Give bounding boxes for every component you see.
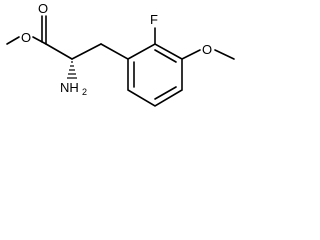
bond-ether-o-methyl [214,49,235,60]
bond-carbonyl-alpha [45,43,73,60]
benzene-ring [127,43,183,107]
bond-ester-o-carbonyl [32,36,47,45]
stereo-hashed-wedge [67,61,77,79]
ester-oxygen-label: O [21,30,31,45]
bond-methyl-ester-o [6,36,20,45]
ether-oxygen-label: O [202,42,212,57]
ring-double-bond-1 [154,49,177,63]
fluorine-label: F [150,12,158,27]
chemical-structure-diagram: F O O O NH 2 [6,1,235,107]
ring-double-bond-2 [154,86,177,100]
bond-beta-ring [100,43,129,60]
carbonyl-oxygen-label: O [38,1,48,16]
amine-subscript: 2 [82,87,87,97]
bond-ring-ether-o [181,49,201,60]
bond-alpha-beta [71,43,102,60]
amine-label: NH [60,80,79,95]
